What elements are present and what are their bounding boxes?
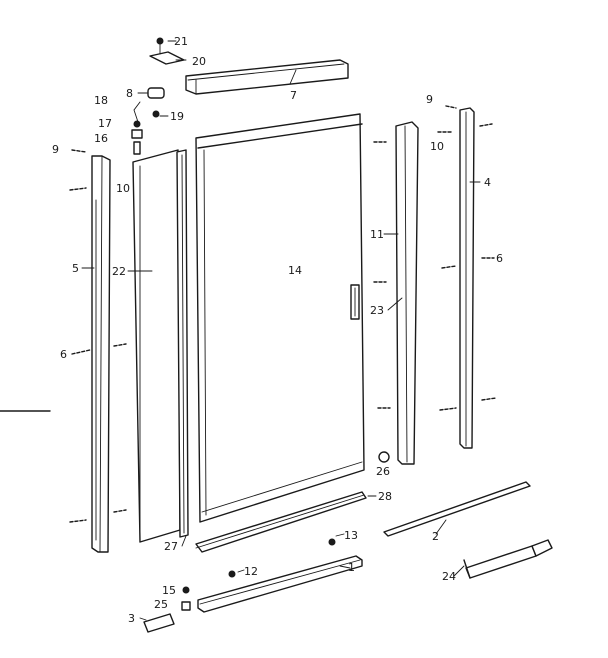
callout-12: 12 (244, 565, 258, 578)
caulk-tube-part-24 (463, 539, 553, 579)
callout-2: 2 (432, 530, 439, 543)
center-stile-part-11 (395, 121, 419, 465)
callout-13: 13 (344, 529, 358, 542)
callout-10b: 10 (430, 140, 444, 153)
callout-19: 19 (170, 110, 184, 123)
callout-5: 5 (72, 262, 79, 275)
callout-27: 27 (164, 540, 178, 553)
leader-lines (81, 40, 481, 621)
vinyl-strip-part-22 (132, 149, 181, 543)
callout-18: 18 (94, 94, 108, 107)
clip-part-25 (181, 601, 191, 611)
callout-6a: 6 (60, 348, 67, 361)
callout-22: 22 (112, 265, 126, 278)
threshold-rod-part-2 (383, 481, 531, 537)
screw-part-12 (228, 570, 236, 578)
callout-1: 1 (348, 561, 355, 574)
callout-28: 28 (378, 490, 392, 503)
callout-21: 21 (174, 35, 188, 48)
callout-26: 26 (376, 465, 390, 478)
door-panel-part-14 (195, 113, 365, 523)
callout-9a: 9 (52, 143, 59, 156)
guide-parts-16-17-18 (131, 101, 143, 155)
bottom-guide-part-28 (195, 491, 367, 553)
screw-part-15 (182, 586, 190, 594)
screws-part-6-9-10 (69, 105, 497, 523)
bottom-rail-part-1 (197, 555, 363, 613)
right-jamb-part-4 (459, 107, 475, 449)
callout-6b: 6 (496, 252, 503, 265)
callout-9b: 9 (426, 93, 433, 106)
header-rail-part-7 (185, 59, 349, 95)
callout-16: 16 (94, 132, 108, 145)
callout-3: 3 (128, 612, 135, 625)
callout-8: 8 (126, 87, 133, 100)
callout-4: 4 (484, 176, 491, 189)
callout-25: 25 (154, 598, 168, 611)
left-jamb-part-5 (91, 155, 111, 553)
callout-7: 7 (290, 89, 297, 102)
callout-23: 23 (370, 304, 384, 317)
roller-part-8 (147, 87, 165, 118)
button-part-26 (378, 451, 390, 463)
callout-10a: 10 (116, 182, 130, 195)
callout-15: 15 (162, 584, 176, 597)
callout-24: 24 (442, 570, 456, 583)
screw-part-13 (328, 538, 336, 546)
callout-11: 11 (370, 228, 384, 241)
callout-20: 20 (192, 55, 206, 68)
callout-14: 14 (288, 264, 302, 277)
callout-17: 17 (98, 117, 112, 130)
astragal-part-27 (176, 149, 189, 538)
end-cap-part-3 (143, 613, 175, 633)
